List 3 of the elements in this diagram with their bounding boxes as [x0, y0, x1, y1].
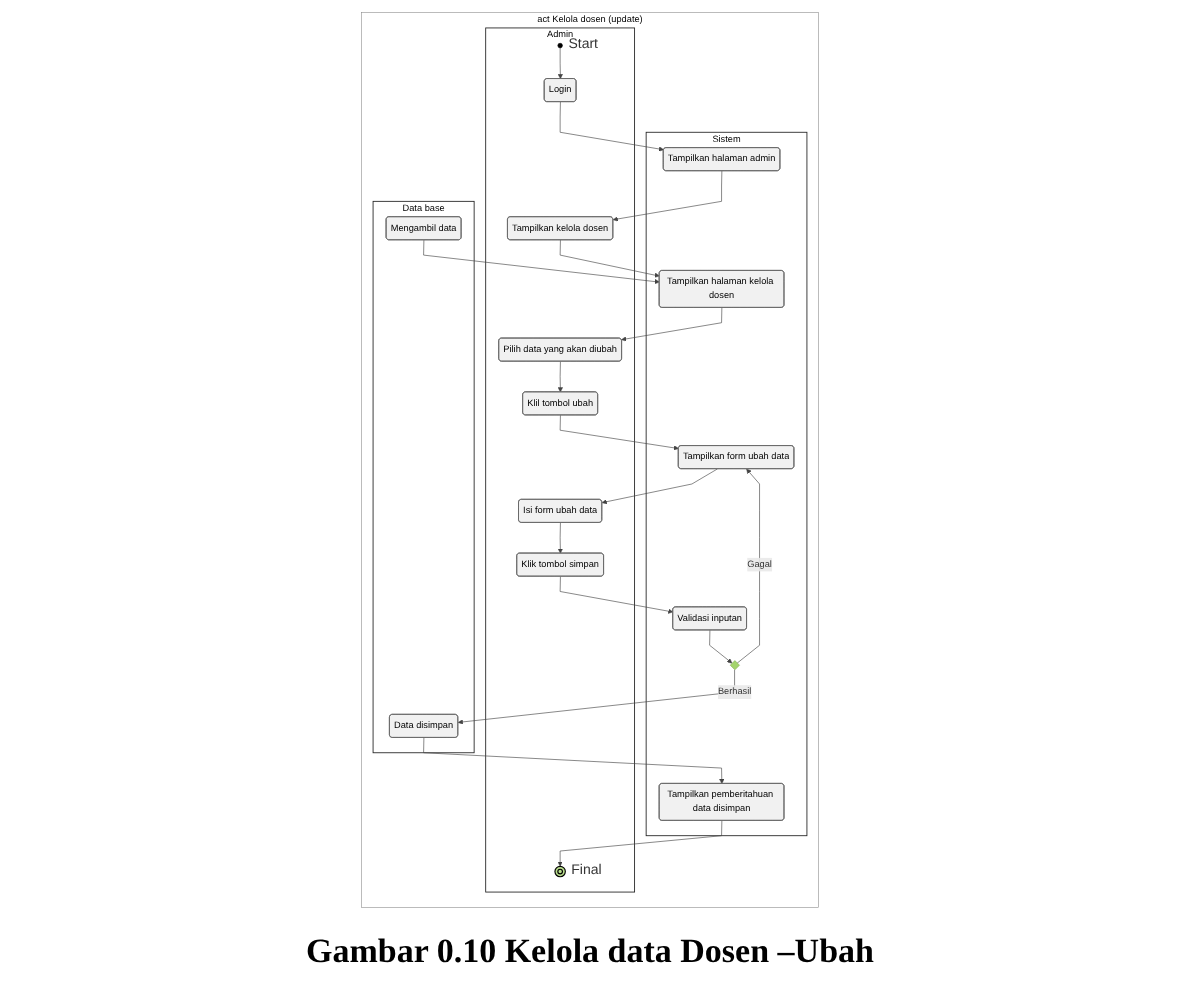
figure-caption: Gambar 0.10 Kelola data Dosen –Ubah — [306, 932, 874, 970]
node-diamond — [729, 660, 740, 671]
node-circle — [557, 42, 563, 49]
